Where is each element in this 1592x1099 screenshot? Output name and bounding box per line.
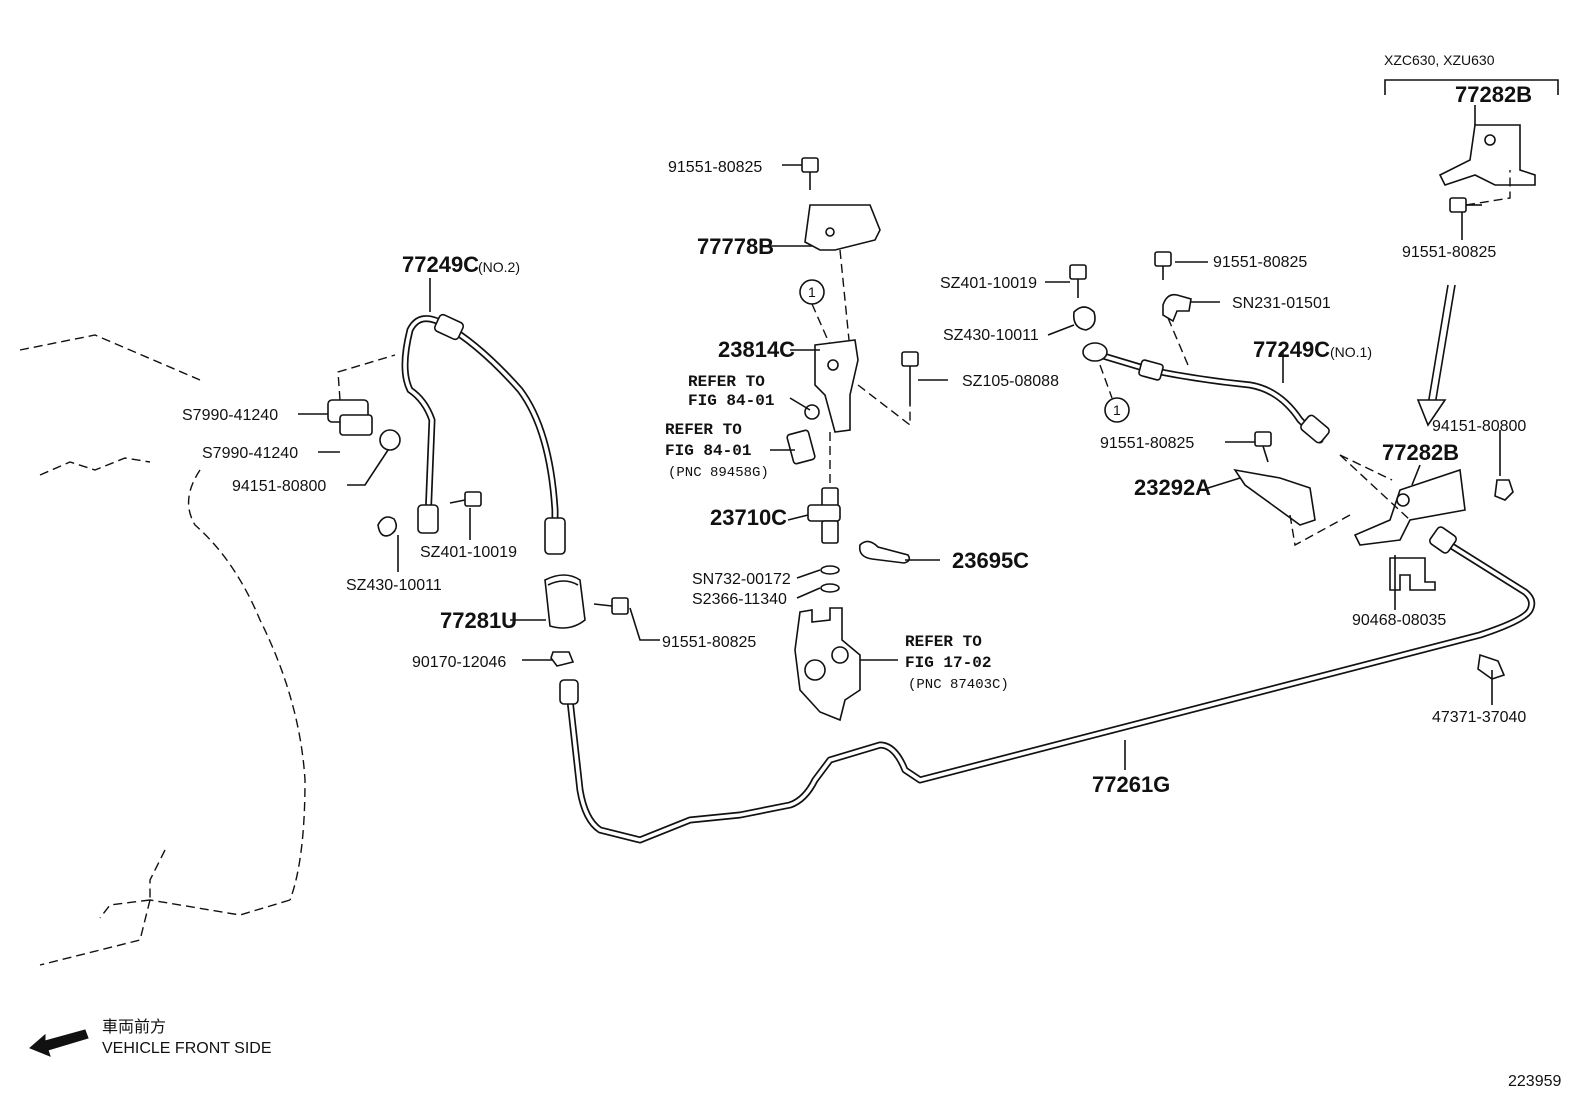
label-91551-80825-top[interactable]: 91551-80825 <box>668 159 762 176</box>
leader-lines <box>298 105 1501 770</box>
bracket-77282B-top-icon <box>1438 124 1536 186</box>
front-direction-arrow-icon <box>29 1029 89 1057</box>
label-94151-80800-left[interactable]: 94151-80800 <box>232 478 326 495</box>
label-23292A[interactable]: 23292A <box>1134 475 1211 500</box>
circle-ref-1-right <box>1104 397 1130 423</box>
label-fig-17-02[interactable]: FIG 17-02 <box>905 654 991 672</box>
bolt-91551-80825-top-icon <box>801 157 819 190</box>
sensor-89458G-icon <box>786 429 816 465</box>
label-pnc-89458G: (PNC 89458G) <box>668 465 769 481</box>
brake-pipe-77261G <box>559 526 1536 844</box>
hose-end-fitting-icon <box>1300 414 1330 444</box>
hose-end-fitting-icon <box>1138 359 1164 381</box>
bolt-91551-80825-tr-icon <box>1449 197 1482 213</box>
bolt-91551-80825-left-icon <box>593 597 629 615</box>
label-77281U[interactable]: 77281U <box>440 608 517 633</box>
hose-banjo-fitting-icon <box>1082 342 1108 362</box>
label-90468-08035[interactable]: 90468-08035 <box>1352 612 1446 629</box>
label-S2366-11340[interactable]: S2366-11340 <box>692 591 787 608</box>
direction-label-jp: 車両前方 <box>102 1018 166 1036</box>
bracket-77281U-icon <box>544 574 586 629</box>
clip-23695C-icon <box>858 540 911 564</box>
label-77282B-top[interactable]: 77282B <box>1455 82 1532 107</box>
label-fig-84-01-b[interactable]: FIG 84-01 <box>665 442 751 460</box>
hose-end-fitting-icon <box>417 504 439 534</box>
gasket-SN732-icon <box>820 565 840 575</box>
circle-ref-1-left-text: 1 <box>808 284 816 300</box>
nut-94151-80800-right-icon <box>1494 479 1514 501</box>
label-94151-80800-right[interactable]: 94151-80800 <box>1432 418 1526 435</box>
label-91551-80825-left[interactable]: 91551-80825 <box>662 634 756 651</box>
label-77249C-no1-suffix: (NO.1) <box>1330 344 1372 360</box>
label-refer-to-c: REFER TO <box>905 633 982 651</box>
bolt-SZ105-08088-icon <box>901 351 919 405</box>
pipe-flare-nut-icon <box>1429 526 1457 554</box>
label-77249C-no1[interactable]: 77249C <box>1253 337 1330 362</box>
bolt-SZ401-mid-icon <box>1069 264 1087 298</box>
label-SZ401-10019-left[interactable]: SZ401-10019 <box>420 544 517 561</box>
pipe-flare-nut-icon <box>559 679 579 705</box>
bracket-23292A-icon <box>1233 468 1316 526</box>
direction-arrow-icon <box>1416 284 1456 427</box>
label-SZ105-08088[interactable]: SZ105-08088 <box>962 373 1059 390</box>
label-refer-to-a: REFER TO <box>688 373 765 391</box>
o-ring-icon <box>804 404 820 420</box>
label-23814C[interactable]: 23814C <box>718 337 795 362</box>
flexible-hose-77249C-no2 <box>401 313 566 555</box>
label-fig-84-01-a[interactable]: FIG 84-01 <box>688 392 774 410</box>
nut-90170-12046-icon <box>550 651 575 667</box>
valve-23710C-icon <box>807 487 841 544</box>
part-labels: XZC630, XZU630 77282B 91551-80825 91551-… <box>182 52 1532 797</box>
label-77778B[interactable]: 77778B <box>697 234 774 259</box>
clip-90468-08035-icon <box>1389 557 1436 591</box>
circle-ref-1-right-text: 1 <box>1113 402 1121 418</box>
hose-clip-S7990-icon <box>327 354 396 436</box>
label-23695C[interactable]: 23695C <box>952 548 1029 573</box>
label-91551-80825-tr[interactable]: 91551-80825 <box>1402 244 1496 261</box>
label-91551-80825-right[interactable]: 91551-80825 <box>1100 435 1194 452</box>
nut-94151-80800-left-icon <box>379 429 401 451</box>
bracket-77778B-icon <box>804 204 881 251</box>
label-SZ430-10011-left[interactable]: SZ430-10011 <box>346 577 442 594</box>
clip-47371-37040-icon <box>1477 653 1506 680</box>
label-77249C-no2-suffix: (NO.2) <box>478 259 520 275</box>
vehicle-body-outline <box>19 334 306 966</box>
label-S7990-41240-b[interactable]: S7990-41240 <box>202 445 298 462</box>
hose-end-fitting-icon <box>433 313 465 341</box>
label-23710C[interactable]: 23710C <box>710 505 787 530</box>
bolt-91551-80825-mid-icon <box>1154 251 1172 280</box>
flexible-hose-77249C-no1 <box>1082 342 1330 444</box>
valve-23814C-icon <box>814 339 859 433</box>
bolt-SZ401-left-icon <box>449 491 482 507</box>
washer-SZ430-mid-icon <box>1072 306 1096 331</box>
hose-end-fitting-icon <box>544 517 566 555</box>
label-S7990-41240-a[interactable]: S7990-41240 <box>182 407 278 424</box>
washer-SZ430-left-icon <box>377 516 398 537</box>
gasket-S2366-icon <box>820 583 840 593</box>
label-SZ430-10011-mid[interactable]: SZ430-10011 <box>943 327 1039 344</box>
label-77249C-no2[interactable]: 77249C <box>402 252 479 277</box>
label-77282B-mid[interactable]: 77282B <box>1382 440 1459 465</box>
master-cylinder-87403C-icon <box>794 607 861 722</box>
clip-SN231-icon <box>1162 293 1192 323</box>
bracket-77282B-mid-icon <box>1353 468 1466 546</box>
label-90170-12046[interactable]: 90170-12046 <box>412 654 506 671</box>
bolt-91551-80825-right-icon <box>1254 431 1272 463</box>
variant-note: XZC630, XZU630 <box>1384 52 1495 68</box>
label-refer-to-b: REFER TO <box>665 421 742 439</box>
label-SZ401-10019-mid[interactable]: SZ401-10019 <box>940 275 1037 292</box>
label-47371-37040[interactable]: 47371-37040 <box>1432 709 1526 726</box>
label-pnc-87403C: (PNC 87403C) <box>908 677 1009 693</box>
figure-number: 223959 <box>1508 1073 1561 1090</box>
label-77261G[interactable]: 77261G <box>1092 772 1170 797</box>
direction-label-en: VEHICLE FRONT SIDE <box>102 1040 272 1057</box>
label-91551-80825-mid[interactable]: 91551-80825 <box>1213 254 1307 271</box>
front-direction-indicator: 車両前方 VEHICLE FRONT SIDE <box>29 1018 272 1057</box>
variant-bracket-group <box>1384 79 1559 95</box>
label-SN231-01501[interactable]: SN231-01501 <box>1232 295 1331 312</box>
label-SN732-00172[interactable]: SN732-00172 <box>692 571 791 588</box>
